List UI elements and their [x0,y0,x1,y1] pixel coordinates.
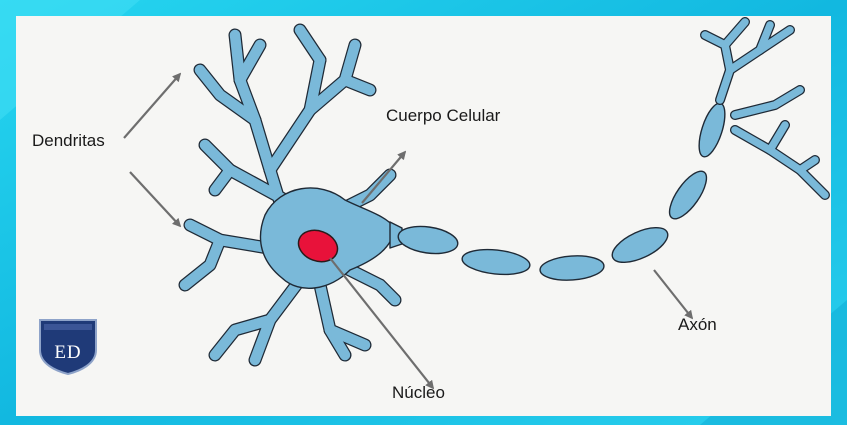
neuron [185,22,825,360]
axon [390,100,730,282]
diagram-paper [16,16,831,416]
arrow-axon [654,270,692,318]
logo-monogram: ED [36,342,100,364]
arrow-nucleo [330,258,433,388]
label-cuerpo-celular: Cuerpo Celular [386,106,500,126]
arrow-dendritas-upper [124,74,180,138]
label-axon: Axón [678,315,717,335]
label-dendritas: Dendritas [32,131,105,151]
label-nucleo: Núcleo [392,383,445,403]
arrow-cuerpo-celular [362,152,405,203]
arrow-dendritas-lower [130,172,180,226]
neuron-diagram [16,16,831,416]
